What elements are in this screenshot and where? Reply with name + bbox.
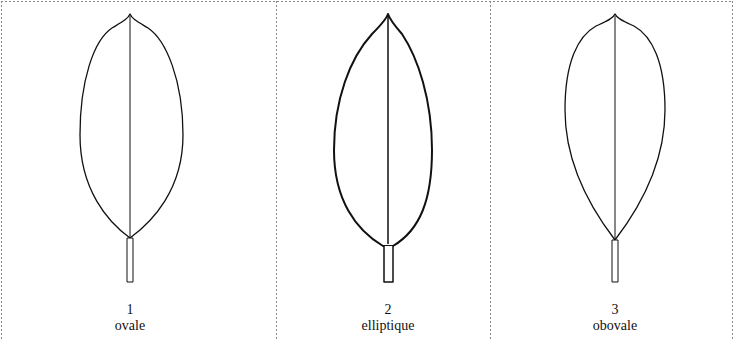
leaf-obovate: [565, 14, 665, 282]
leaf-elliptic: [334, 14, 432, 282]
callout-number: 3: [612, 302, 619, 318]
callout-number: 2: [385, 302, 392, 318]
leaf-ovate: [80, 14, 183, 282]
callout-number: 1: [127, 302, 134, 318]
shape-name: obovale: [593, 318, 637, 334]
shape-name: ovale: [115, 318, 145, 334]
shape-name: elliptique: [362, 318, 415, 334]
